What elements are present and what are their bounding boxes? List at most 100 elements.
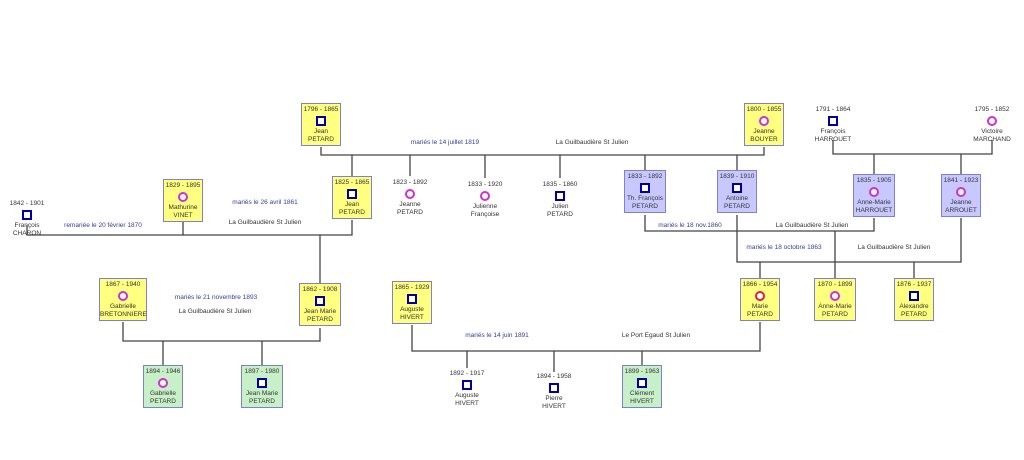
person-first-name: Auguste bbox=[400, 306, 424, 313]
person-first-name: Victoire bbox=[981, 128, 1003, 135]
female-circle-icon bbox=[759, 116, 769, 126]
marriage-line bbox=[644, 215, 875, 232]
person-last-name: BRETONNIERE bbox=[100, 311, 147, 318]
person-first-name: Jeanne bbox=[399, 201, 421, 208]
male-square-icon bbox=[637, 378, 647, 388]
marriage-date: mariés le 18 octobre 1863 bbox=[746, 244, 822, 251]
person-first-name: Jean bbox=[313, 128, 329, 135]
person-last-name: HIVERT bbox=[400, 314, 424, 321]
marriage-place: La Guilbaudière St Julien bbox=[775, 222, 849, 229]
person-last-name: PETARD bbox=[901, 311, 927, 318]
person-first-name: Julienne bbox=[472, 203, 498, 210]
marriage-line bbox=[411, 322, 761, 352]
person-dates: 1876 - 1937 bbox=[896, 281, 932, 288]
person-dates: 1899 - 1963 bbox=[624, 368, 660, 375]
person-dates: 1892 - 1917 bbox=[449, 370, 485, 377]
male-square-icon bbox=[347, 189, 357, 199]
person-first-name: Th. François bbox=[626, 195, 664, 202]
person-dates: 1795 - 1852 bbox=[974, 106, 1010, 113]
male-square-icon bbox=[257, 378, 267, 388]
male-square-icon bbox=[315, 296, 325, 306]
marriage-place: La Guilbaudière St Julien bbox=[178, 308, 252, 315]
marriage-line bbox=[832, 140, 993, 155]
female-circle-icon bbox=[830, 291, 840, 301]
female-circle-icon bbox=[480, 191, 490, 201]
male-square-icon bbox=[909, 291, 919, 301]
person-last-name: ARROUET bbox=[945, 207, 977, 214]
male-square-icon bbox=[316, 116, 326, 126]
person-last-name: HARROUET bbox=[855, 207, 893, 214]
female-circle-icon bbox=[956, 187, 966, 197]
person-first-name: Julien bbox=[551, 203, 569, 210]
person-dates: 1800 - 1855 bbox=[746, 106, 782, 113]
marriage-place: La Guilbaudière St Julien bbox=[555, 139, 629, 146]
marriage-line bbox=[122, 322, 321, 342]
marriage-date: mariés le 26 avril 1861 bbox=[232, 199, 298, 206]
person-first-name: Jean Marie bbox=[303, 308, 337, 315]
person-dates: 1866 - 1954 bbox=[742, 281, 778, 288]
male-square-icon bbox=[407, 294, 417, 304]
male-square-icon bbox=[549, 383, 559, 393]
male-square-icon bbox=[828, 116, 838, 126]
person-dates: 1865 - 1929 bbox=[394, 284, 430, 291]
person-last-name: HIVERT bbox=[542, 403, 566, 410]
person-last-name: PETARD bbox=[547, 211, 573, 218]
person-last-name: HIVERT bbox=[455, 400, 479, 407]
person-first-name: Auguste bbox=[455, 392, 479, 399]
marriage-place: La Guilbaudière St Julien bbox=[857, 244, 931, 251]
person-last-name: PETARD bbox=[747, 311, 773, 318]
person-last-name: PETARD bbox=[307, 316, 333, 323]
female-circle-icon bbox=[405, 189, 415, 199]
person-last-name: PETARD bbox=[632, 203, 658, 210]
person-dates: 1842 - 1901 bbox=[9, 200, 45, 207]
person-first-name: Jeanne bbox=[753, 128, 775, 135]
person-first-name: Alexandre bbox=[899, 303, 929, 310]
female-circle-icon bbox=[158, 378, 168, 388]
person-last-name: PETARD bbox=[150, 398, 176, 405]
person-first-name: Gabrielle bbox=[149, 390, 176, 397]
female-circle-icon bbox=[178, 192, 188, 202]
marriage-line bbox=[26, 222, 184, 236]
person-last-name: PETARD bbox=[397, 209, 423, 216]
person-first-name: Gabrielle bbox=[109, 303, 136, 310]
marriage-place: Le Port Egaud St Julien bbox=[621, 332, 691, 339]
male-square-icon bbox=[22, 210, 32, 220]
female-circle-icon bbox=[987, 116, 997, 126]
person-dates: 1835 - 1905 bbox=[856, 177, 892, 184]
person-last-name: PETARD bbox=[249, 398, 275, 405]
female-circle-icon bbox=[118, 291, 128, 301]
person-first-name: Marie bbox=[751, 303, 769, 310]
person-dates: 1870 - 1899 bbox=[817, 281, 853, 288]
male-square-icon bbox=[732, 183, 742, 193]
marriage-date: remariée le 20 février 1870 bbox=[64, 222, 142, 229]
person-dates: 1791 - 1864 bbox=[815, 106, 851, 113]
person-first-name: Mathurine bbox=[168, 204, 198, 211]
marriage-date: mariés le 14 juin 1891 bbox=[465, 332, 529, 339]
